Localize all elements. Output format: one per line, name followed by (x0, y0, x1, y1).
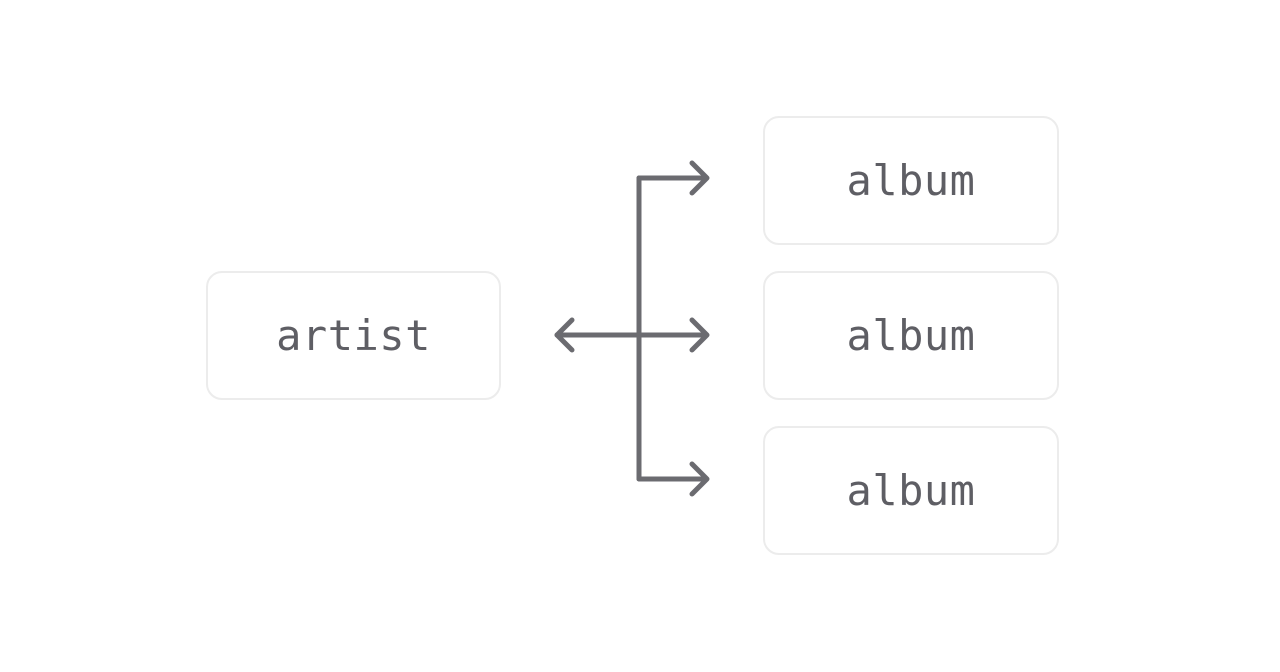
artist-node: artist (206, 271, 501, 400)
album-label: album (846, 311, 976, 360)
artist-label: artist (276, 311, 431, 360)
album-label: album (846, 466, 976, 515)
arrow-head-artist (554, 317, 575, 353)
album-label: album (846, 156, 976, 205)
album-node: album (763, 271, 1059, 400)
album-node: album (763, 426, 1059, 555)
arrow-head-album-1 (689, 160, 710, 196)
arrow-head-album-3 (689, 461, 710, 497)
arrow-head-album-2 (689, 317, 710, 353)
album-node: album (763, 116, 1059, 245)
